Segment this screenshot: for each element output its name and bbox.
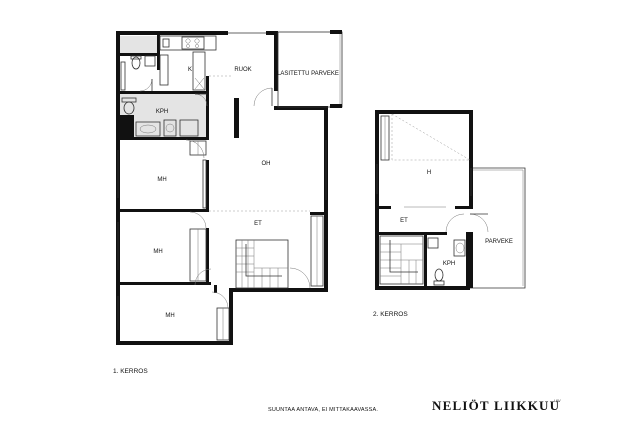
- floor-2-bathroom-fixtures: [427, 237, 466, 286]
- wc-fixtures: [120, 55, 156, 92]
- room-label-upper-bathroom: KPH: [443, 261, 455, 267]
- floor-1-plan: K RUOK LASITETTU PARVEKE KPH OH MH ET MH…: [116, 30, 343, 345]
- floor-2-details: [376, 113, 489, 233]
- room-label-glazed-balcony: LASITETTU PARVEKE: [277, 71, 339, 77]
- brand-suffix: LKV: [554, 399, 561, 403]
- room-label-dining: RUOK: [234, 67, 251, 73]
- floor-1-interior-walls: [119, 35, 324, 293]
- room-label-bedroom-2: MH: [153, 249, 162, 255]
- kitchen-counters: [159, 35, 217, 91]
- room-label-hallway: ET: [254, 221, 262, 227]
- floor-1-stairs: [235, 239, 289, 289]
- brand-name: NELIÖT LIIKKUU: [432, 398, 560, 413]
- wc-wet-area: [119, 36, 159, 54]
- floor-1-caption: 1. KERROS: [113, 368, 148, 375]
- floor-1-doors: [185, 87, 311, 309]
- floor-1-dashed-lines: [209, 75, 310, 212]
- room-label-upper-room: H: [427, 170, 431, 176]
- brand-logo: NELIÖT LIIKKUU LKV: [432, 398, 561, 413]
- floor-2-walls: [375, 110, 473, 290]
- bathroom-fixtures: [121, 93, 208, 137]
- room-label-balcony: PARVEKE: [485, 239, 513, 245]
- floor-1-windows: [117, 32, 327, 330]
- terrace-outline: [470, 167, 526, 289]
- room-label-bedroom-3: MH: [165, 313, 174, 319]
- floor-1-outer-walls: [116, 31, 328, 345]
- room-label-living-room: OH: [262, 161, 271, 167]
- floor-2-caption: 2. KERROS: [373, 311, 408, 318]
- floor-2-stairs: [379, 235, 424, 285]
- room-label-kitchen: K: [188, 67, 192, 73]
- wardrobes: [189, 140, 324, 341]
- room-label-bedroom-1: MH: [157, 177, 166, 183]
- scale-disclaimer: SUUNTAA ANTAVA, EI MITTAKAAVASSA.: [268, 407, 378, 413]
- room-label-bathroom: KPH: [156, 109, 168, 115]
- room-label-upper-hallway: ET: [400, 218, 408, 224]
- floor-2-plan: H ET PARVEKE KPH: [375, 110, 526, 290]
- glazed-balcony-outline: [277, 30, 343, 108]
